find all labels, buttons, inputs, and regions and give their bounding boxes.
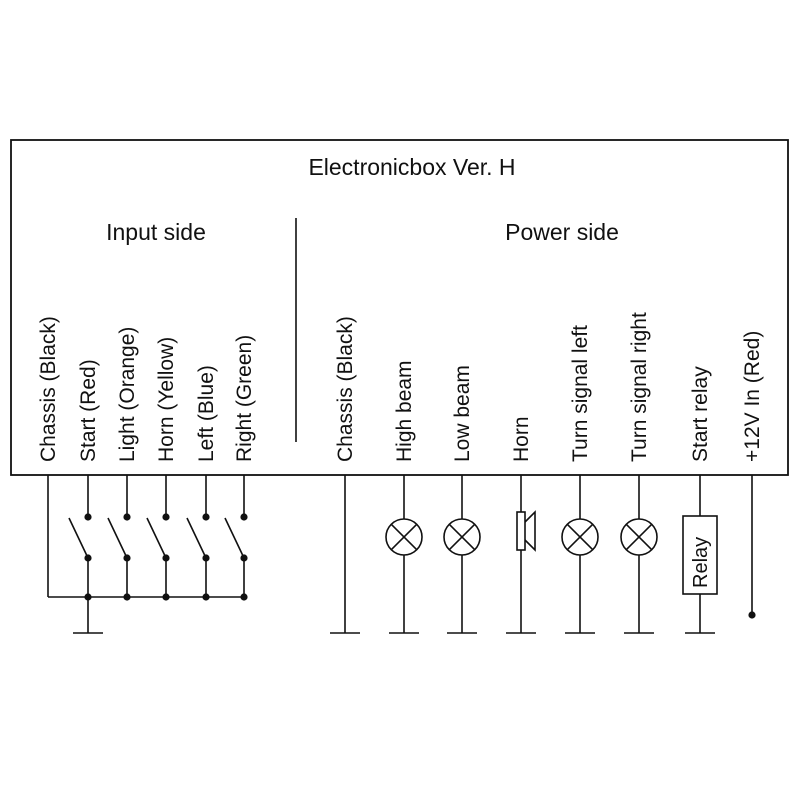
power-pin-label: Horn <box>510 416 533 462</box>
input-pin-1: Chassis (Black) <box>37 316 60 597</box>
input-pin-2: Start (Red) <box>68 359 100 601</box>
power-pin-label: Turn signal left <box>569 325 592 462</box>
power-pin-3: Low beam <box>443 365 481 634</box>
power-pin-label: Chassis (Black) <box>334 316 357 462</box>
switch-contact-top <box>123 513 131 521</box>
power-pin-label: Low beam <box>451 365 474 462</box>
power-pin-label: High beam <box>393 360 416 462</box>
pins-layer: Chassis (Black) Start (Red) Light (Orange)… <box>37 312 764 634</box>
power-pin-2: High beam <box>385 360 423 634</box>
input-pin-label: Right (Green) <box>233 335 256 462</box>
switch-blade <box>186 517 207 559</box>
power-side-heading: Power side <box>505 219 619 245</box>
horn-icon <box>516 511 526 551</box>
switch-blade <box>68 517 89 559</box>
power-pin-6: Turn signal right <box>620 312 658 634</box>
input-pin-5: Left (Blue) <box>186 365 218 601</box>
switch-contact-top <box>202 513 210 521</box>
input-pin-3: Light (Orange) <box>107 327 139 601</box>
supply-terminal <box>748 611 756 619</box>
switch-contact-top <box>162 513 170 521</box>
power-pin-5: Turn signal left <box>561 325 599 634</box>
input-pin-6: Right (Green) <box>224 335 256 601</box>
box-title: Electronicbox Ver. H <box>308 154 515 180</box>
input-pin-label: Start (Red) <box>77 359 100 462</box>
input-pin-label: Chassis (Black) <box>37 316 60 462</box>
input-pin-label: Light (Orange) <box>116 327 139 462</box>
lamp-cross <box>625 523 653 551</box>
relay-label: Relay <box>690 537 712 588</box>
switch-blade <box>146 517 167 559</box>
lamp-cross <box>390 523 418 551</box>
input-pin-4: Horn (Yellow) <box>146 337 178 601</box>
electronic-box <box>10 139 789 476</box>
input-side-heading: Input side <box>106 219 206 245</box>
power-pin-label: Turn signal right <box>628 312 651 462</box>
switch-blade <box>107 517 128 559</box>
switch-contact-top <box>84 513 92 521</box>
power-pin-label: +12V In (Red) <box>741 331 764 462</box>
switch-contact-top <box>240 513 248 521</box>
horn-mouth-icon <box>524 510 536 552</box>
power-pin-1: Chassis (Black) <box>330 316 360 634</box>
power-pin-8: +12V In (Red) <box>741 331 764 619</box>
lamp-cross <box>448 523 476 551</box>
power-pin-label: Start relay <box>689 366 712 462</box>
lamp-cross <box>566 523 594 551</box>
input-pin-label: Left (Blue) <box>195 365 218 462</box>
power-pin-4: Horn <box>506 416 536 634</box>
switch-blade <box>224 517 245 559</box>
input-pin-label: Horn (Yellow) <box>155 337 178 462</box>
